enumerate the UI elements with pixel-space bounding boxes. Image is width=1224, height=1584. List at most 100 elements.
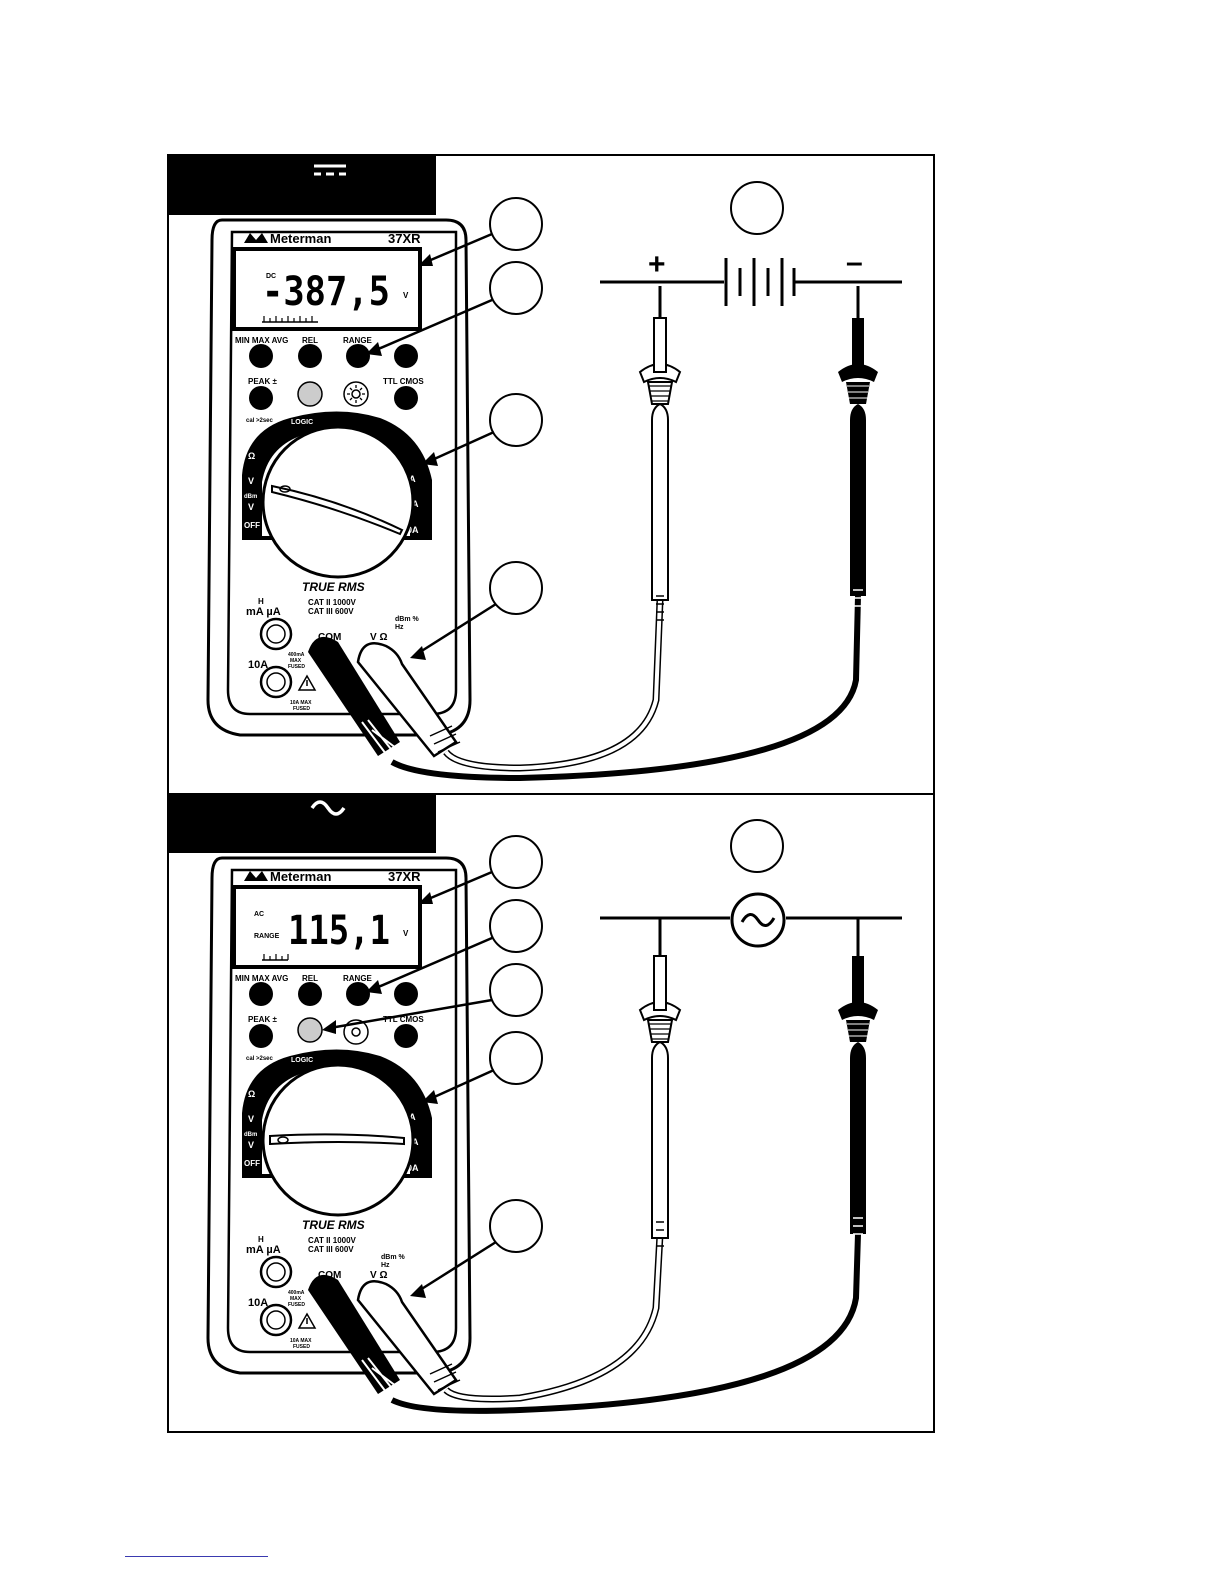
model-number: 37XR <box>388 231 421 246</box>
backlight-button[interactable] <box>343 381 369 407</box>
btn-label-ttl: TTL CMOS <box>383 1015 424 1024</box>
peak-button[interactable] <box>249 1024 273 1048</box>
mode-tab <box>168 155 436 215</box>
ac-source-icon <box>730 892 786 948</box>
black-probe-plug <box>308 636 400 763</box>
true-rms-label: TRUE RMS <box>302 580 365 594</box>
ac-voltage-icon <box>310 800 346 816</box>
jack-label-dbm: dBm % <box>381 1254 406 1261</box>
warning-icon <box>297 674 317 691</box>
btn-label-minmax: MIN MAX AVG <box>235 336 288 345</box>
callout-circle-display <box>418 835 543 904</box>
lcd-mode: AC <box>254 911 264 918</box>
callout-circle-source <box>730 819 784 873</box>
fuse-400-line2: MAX <box>290 658 302 664</box>
jack-label-ma-ua: mA µA <box>246 1244 281 1256</box>
jack-label-hz: Hz <box>381 1262 390 1269</box>
sun-icon <box>351 389 361 399</box>
panel-dc-voltage: Meterman 37XR DC -387,5 V MIN <box>168 155 902 782</box>
black-test-probe <box>838 918 878 1235</box>
dial-h: H <box>398 1089 405 1100</box>
jack-label-h: H <box>258 1235 264 1244</box>
dial-dc-v: V <box>248 476 254 486</box>
callout-circle-jacks <box>410 561 543 660</box>
multimeter: Meterman 37XR AC RANGE 115,1 V MIN MAX A… <box>206 856 472 1375</box>
ttl-cmos-button[interactable] <box>394 1024 418 1048</box>
ttl-cmos-button[interactable] <box>394 386 418 410</box>
btn-label-peak: PEAK ± <box>248 377 277 386</box>
callout-circle-display <box>418 197 543 266</box>
dc-voltage-icon <box>314 164 346 176</box>
dial-h: H <box>398 451 405 462</box>
hold-button[interactable] <box>394 982 418 1006</box>
dial-dc-v: V <box>248 1114 254 1124</box>
btn-label-ttl: TTL CMOS <box>383 377 424 386</box>
dial-dbm: dBm <box>244 1132 257 1138</box>
range-button[interactable] <box>346 982 370 1006</box>
brand-name: Meterman <box>270 231 331 246</box>
fuse-10-line1: 10A MAX <box>290 1338 312 1344</box>
cat-rating-1: CAT II 1000V <box>308 1236 357 1245</box>
rel-button[interactable] <box>298 982 322 1006</box>
black-probe-plug <box>308 1274 400 1401</box>
dial-mh: mH <box>375 1071 391 1082</box>
black-lead-wire <box>390 595 861 782</box>
dial-hz: Hz <box>327 420 339 431</box>
minmax-button[interactable] <box>249 344 273 368</box>
jack-label-ma-ua: mA µA <box>246 606 281 618</box>
battery-positive: + <box>648 248 666 281</box>
lcd-reading: -387,5 <box>262 269 390 315</box>
red-test-probe <box>638 918 682 1247</box>
dial-ohm: Ω <box>248 1089 255 1099</box>
function-button[interactable] <box>297 1017 323 1043</box>
callout-circle-range <box>366 899 543 994</box>
fuse-400-line2: MAX <box>290 1296 302 1302</box>
meterman-logo <box>244 871 268 881</box>
rel-button[interactable] <box>298 344 322 368</box>
white-probe-plug <box>356 1280 461 1396</box>
cal-note: cal >2sec <box>246 418 274 424</box>
black-lead-wire <box>390 1233 861 1414</box>
fuse-10-line2: FUSED <box>293 1344 310 1350</box>
black-test-probe <box>838 286 878 607</box>
callout-circle-dial <box>422 393 543 466</box>
jack-label-h: H <box>258 597 264 606</box>
lcd-unit: V <box>403 929 409 938</box>
fuse-10-line1: 10A MAX <box>290 700 312 706</box>
panel-ac-voltage: Meterman 37XR AC RANGE 115,1 V MIN MAX A… <box>168 795 902 1414</box>
knob-pointer <box>269 1133 405 1146</box>
rotary-knob[interactable] <box>261 425 415 579</box>
jack-label-dbm: dBm % <box>395 616 420 623</box>
dial-off: OFF <box>244 521 260 530</box>
dial-10a: 10A <box>402 1163 419 1173</box>
lcd-unit: V <box>403 291 409 300</box>
function-button[interactable] <box>297 381 323 407</box>
range-button[interactable] <box>346 344 370 368</box>
pointer-indicator <box>277 1136 289 1144</box>
pointer-indicator <box>279 485 291 493</box>
true-rms-label: TRUE RMS <box>302 1218 365 1232</box>
dial-dbm: dBm <box>244 494 257 500</box>
dial-mh: mH <box>375 433 391 444</box>
hold-button[interactable] <box>394 344 418 368</box>
sun-icon <box>351 1027 361 1037</box>
lcd-mode: DC <box>266 273 276 280</box>
dial-percent: % <box>330 1051 337 1058</box>
btn-label-range: RANGE <box>343 974 373 983</box>
btn-label-rel: REL <box>302 974 318 983</box>
knob-pointer <box>271 484 404 536</box>
warning-icon <box>297 1312 317 1329</box>
cat-rating-2: CAT III 600V <box>308 607 354 616</box>
peak-button[interactable] <box>249 386 273 410</box>
backlight-button[interactable] <box>343 1019 369 1045</box>
cal-note: cal >2sec <box>246 1056 274 1062</box>
callout-circle-source <box>730 181 784 235</box>
dial-ohm: Ω <box>248 451 255 461</box>
jack-label-com: COM <box>318 1270 341 1281</box>
lcd-screen <box>236 251 418 327</box>
dial-percent: % <box>330 413 337 420</box>
dial-ac-v: V <box>248 1140 254 1150</box>
footer-rule <box>125 1556 268 1557</box>
minmax-button[interactable] <box>249 982 273 1006</box>
